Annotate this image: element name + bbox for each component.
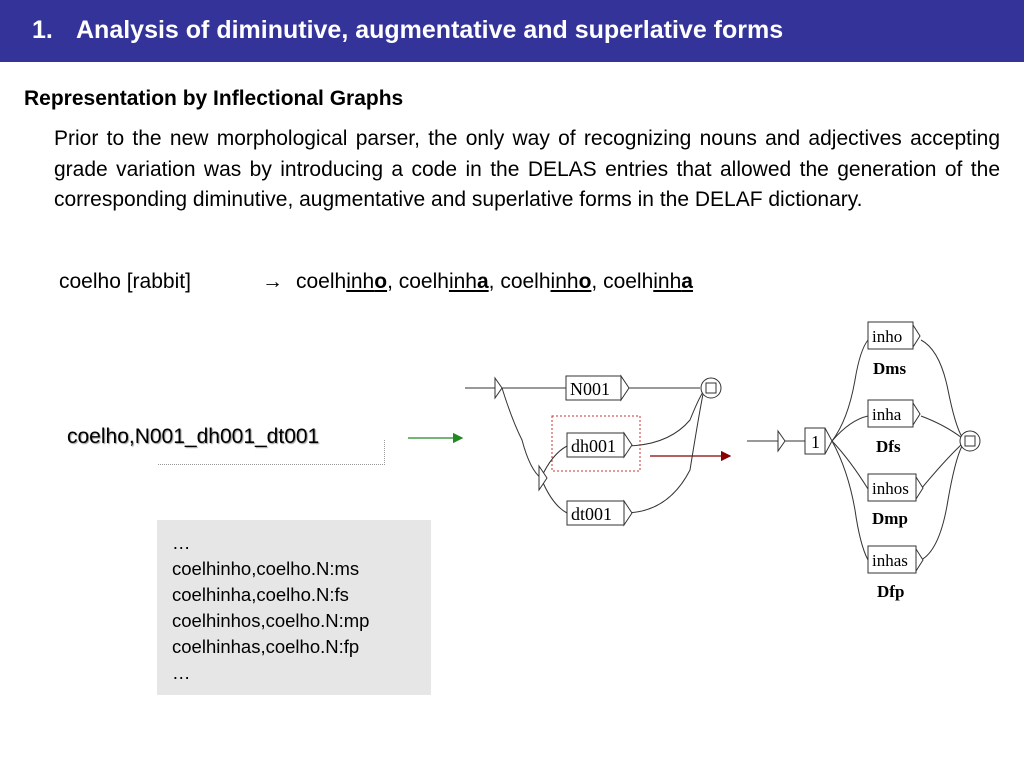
node-arrow-icon xyxy=(538,464,548,492)
output-line: … xyxy=(172,532,191,553)
output-line: coelhinha,coelho.N:fs xyxy=(172,584,349,605)
entry-code-frame xyxy=(158,440,385,465)
form-item: coelhinha, xyxy=(398,270,501,293)
delas-entry-code: coelho,N001_dh001_dt001 xyxy=(67,425,320,448)
section-subtitle: Representation by Inflectional Graphs xyxy=(24,87,404,110)
header-bar: 1. Analysis of diminutive, augmentative … xyxy=(0,0,1024,62)
header-number: 1. xyxy=(32,16,53,44)
box-inho-label: inho xyxy=(872,327,902,346)
intro-paragraph: Prior to the new morphological parser, t… xyxy=(54,124,1000,216)
box-inhas-code: Dfp xyxy=(877,582,904,601)
page-title: Analysis of diminutive, augmentative and… xyxy=(76,16,784,44)
box-inhas xyxy=(867,545,917,574)
example-forms: coelhinho, coelhinha, coelhinho, coelhin… xyxy=(296,270,693,294)
box-inhas-label: inhas xyxy=(872,551,908,570)
form-item: coelhinha xyxy=(603,270,693,293)
example-word: coelho [rabbit] xyxy=(59,270,191,293)
output-line: coelhinho,coelho.N:ms xyxy=(172,558,360,579)
initial-state-icon xyxy=(777,429,786,453)
box-inho xyxy=(867,321,914,350)
delaf-output-box: … coelhinho,coelho.N:ms coelhinha,coelho… xyxy=(157,520,431,695)
box-inha-code: Dfs xyxy=(876,437,901,456)
box-inhos-code: Dmp xyxy=(872,509,908,528)
box-dh001-frame xyxy=(551,415,641,472)
left-inflection-graph xyxy=(465,374,722,527)
right-inflection-graph xyxy=(747,321,981,574)
form-item: coelhinho, xyxy=(296,270,399,293)
box-inhos-label: inhos xyxy=(872,479,909,498)
output-line: coelhinhos,coelho.N:mp xyxy=(172,610,370,631)
box-inha xyxy=(867,399,914,428)
box-dt001 xyxy=(566,500,625,526)
output-line: … xyxy=(172,662,191,683)
output-line: coelhinhas,coelho.N:fp xyxy=(172,636,360,657)
intro-paragraph-text: Prior to the new morphological parser, t… xyxy=(54,127,1000,211)
box-inha-label: inha xyxy=(872,405,902,424)
arrow-icon: → xyxy=(262,270,283,293)
box-dt001-label: dt001 xyxy=(571,504,612,524)
box-N001 xyxy=(565,375,622,401)
box-dh001 xyxy=(566,432,625,458)
initial-state-icon xyxy=(494,376,503,400)
box-N001-label: N001 xyxy=(570,379,610,399)
form-item: coelhinho, xyxy=(500,270,604,293)
box-entry-1-label: 1 xyxy=(811,432,820,452)
box-inho-code: Dms xyxy=(873,359,906,378)
box-dh001-label: dh001 xyxy=(571,436,616,456)
